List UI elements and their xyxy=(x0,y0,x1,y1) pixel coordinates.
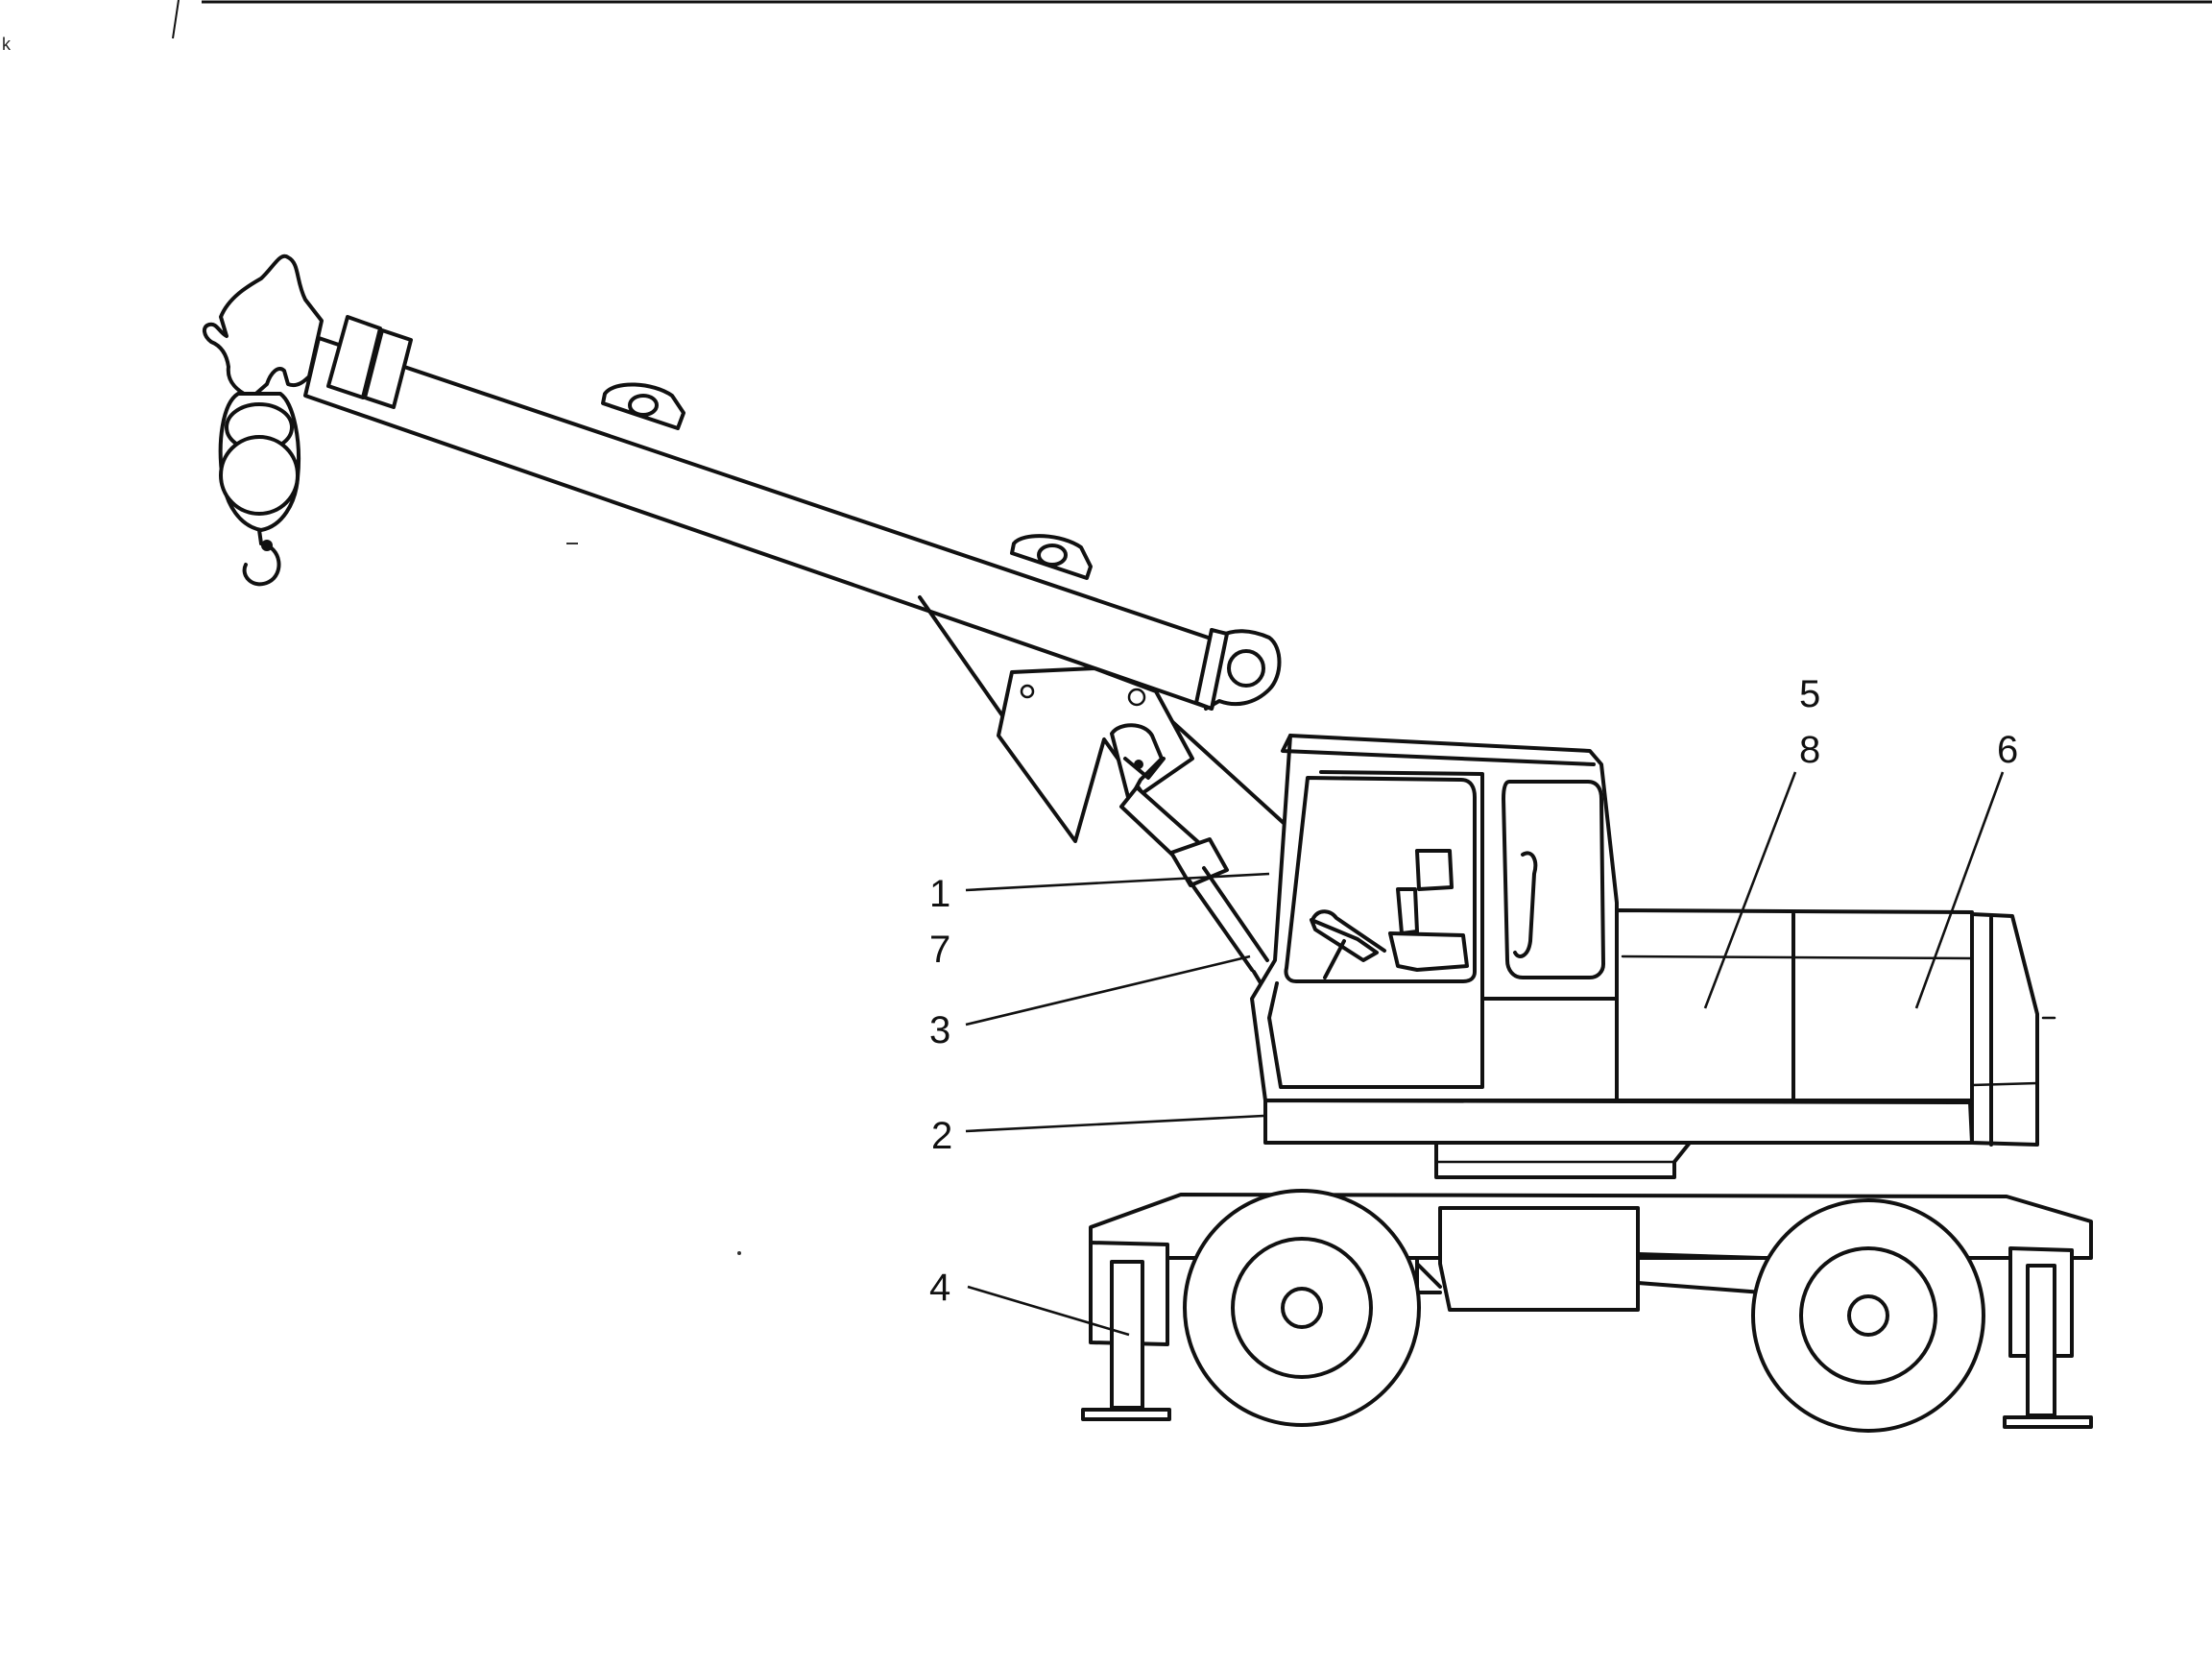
callout-7: 7 xyxy=(929,929,950,971)
boom-support-frame xyxy=(918,595,1286,993)
callout-8: 8 xyxy=(1799,729,1820,771)
upper-carriage xyxy=(1263,908,2056,1179)
scan-artifacts: k xyxy=(2,0,2212,1255)
front-wheel xyxy=(1183,1189,1421,1427)
callout-labels: 1 7 3 2 4 5 8 6 xyxy=(929,673,2018,1309)
callout-3: 3 xyxy=(929,1009,950,1051)
svg-text:k: k xyxy=(2,35,12,54)
callout-1: 1 xyxy=(929,873,950,915)
leader-lines xyxy=(965,771,2005,1337)
callout-6: 6 xyxy=(1997,729,2018,771)
callout-4: 4 xyxy=(929,1267,950,1309)
callout-5: 5 xyxy=(1799,673,1820,715)
callout-2: 2 xyxy=(931,1115,952,1157)
crane-boom xyxy=(203,254,1282,711)
rear-wheel xyxy=(1751,1198,1985,1433)
wheels xyxy=(1183,1189,1985,1433)
operator-cab xyxy=(1250,734,1619,1102)
